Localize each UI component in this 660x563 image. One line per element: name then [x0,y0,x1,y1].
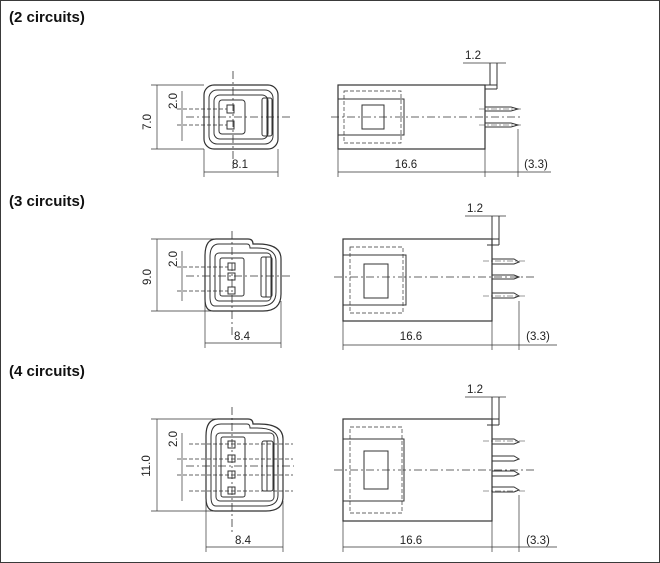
height-dimension-4-circuits: 11.0 [141,455,153,477]
width-dimension-3-circuits: 8.4 [234,331,251,343]
pin-length-dimension-3-circuits: (3.3) [526,331,550,343]
section-title-4-circuits: (4 circuits) [9,363,85,380]
width-dimension-2-circuits: 8.1 [232,159,248,171]
length-dimension-4-circuits: 16.6 [400,535,422,547]
length-dimension-2-circuits: 16.6 [395,159,417,171]
tab-thickness-dimension-4-circuits: 1.2 [467,384,483,396]
pin-length-dimension-2-circuits: (3.3) [524,159,548,171]
tab-thickness-dimension-3-circuits: 1.2 [467,203,483,215]
section-title-3-circuits: (3 circuits) [9,193,85,210]
front-view-4-circuits [151,407,294,552]
width-dimension-4-circuits: 8.4 [235,535,252,547]
front-view-2-circuits [151,71,291,177]
side-view-3-circuits [334,215,557,350]
side-view-2-circuits [331,62,551,177]
length-dimension-3-circuits: 16.6 [400,331,422,343]
pitch-dimension-3-circuits: 2.0 [168,251,180,267]
side-view-4-circuits [334,396,557,552]
front-view-3-circuits [151,231,291,348]
pitch-dimension-2-circuits: 2.0 [168,93,180,109]
height-dimension-3-circuits: 9.0 [142,269,154,285]
section-title-2-circuits: (2 circuits) [9,9,85,26]
height-dimension-2-circuits: 7.0 [142,114,154,130]
pin-length-dimension-4-circuits: (3.3) [526,535,550,547]
tab-thickness-dimension-2-circuits: 1.2 [465,50,481,62]
pitch-dimension-4-circuits: 2.0 [168,431,180,447]
